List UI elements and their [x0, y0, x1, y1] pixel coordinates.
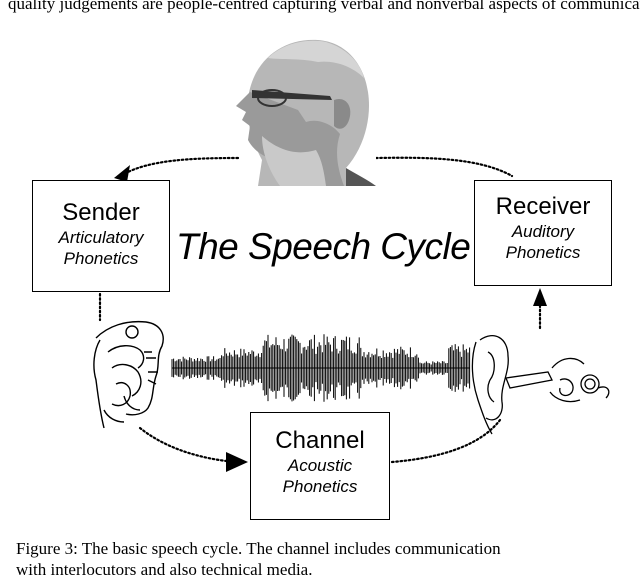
- channel-title: Channel: [275, 427, 365, 454]
- receiver-box: Receiver Auditory Phonetics: [474, 180, 612, 286]
- arrow-head-to-receiver: [374, 156, 514, 178]
- receiver-subtitle-line1: Auditory: [511, 222, 575, 241]
- arrowhead-receiver: [533, 288, 547, 306]
- ear-drawing: [471, 335, 610, 435]
- channel-subtitle-line1: Acoustic: [287, 456, 353, 475]
- channel-subtitle-line2: Phonetics: [282, 477, 358, 496]
- caption-line-2: with interlocutors and also technical me…: [16, 560, 313, 579]
- receiver-title: Receiver: [495, 193, 591, 220]
- arrow-head-to-sender: [122, 156, 240, 176]
- sender-title: Sender: [62, 199, 140, 226]
- sender-subtitle-line2: Phonetics: [63, 249, 139, 268]
- arrow-heads: [114, 165, 547, 472]
- caption-line-1: Figure 3: The basic speech cycle. The ch…: [16, 539, 501, 558]
- diagram-title: The Speech Cycle: [176, 226, 471, 267]
- sender-box: Sender Articulatory Phonetics: [32, 180, 170, 292]
- receiver-subtitle-line2: Phonetics: [505, 243, 581, 262]
- channel-box: Channel Acoustic Phonetics: [250, 412, 390, 520]
- speaker-head-image: [236, 39, 376, 186]
- arrowhead-sender: [114, 165, 130, 182]
- truncated-top-text: quality judgements are people-centred ca…: [8, 0, 640, 13]
- arrow-channel-to-ear: [390, 418, 502, 464]
- figure-caption: Figure 3: The basic speech cycle. The ch…: [16, 538, 636, 580]
- sender-subtitle-line1: Articulatory: [58, 228, 144, 247]
- sound-wave: [171, 334, 471, 402]
- arrow-mouth-to-channel: [138, 426, 238, 464]
- arrowhead-channel: [226, 452, 248, 472]
- cycle-arrows: [98, 156, 542, 464]
- sound-wave-path: [171, 334, 471, 402]
- vocal-tract-drawing: [93, 320, 164, 429]
